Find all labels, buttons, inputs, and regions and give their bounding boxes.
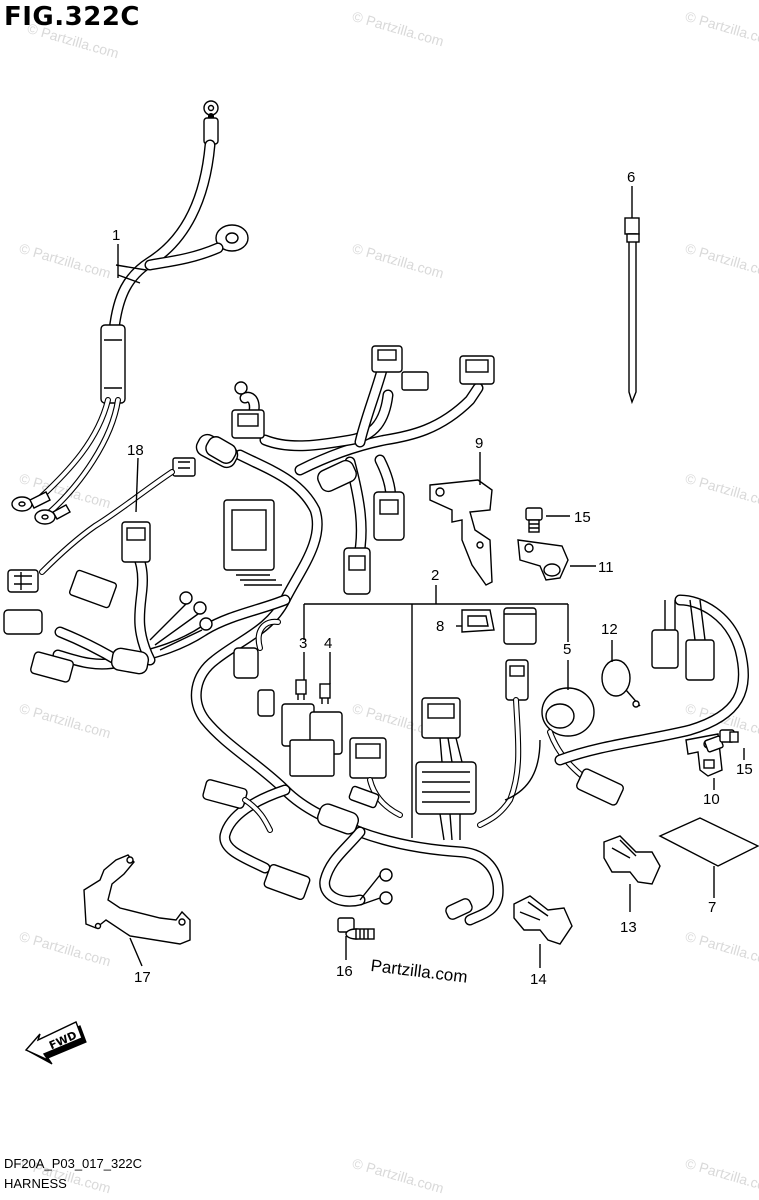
buzzer-5[interactable] <box>504 687 625 806</box>
leader-lines <box>117 186 745 968</box>
sheet-7[interactable] <box>658 817 759 867</box>
callout-6: 6 <box>627 169 635 186</box>
callout-12: 12 <box>601 621 618 638</box>
battery-cable[interactable] <box>11 100 249 525</box>
callout-18: 18 <box>127 442 144 459</box>
callouts: 1 2 3 4 5 6 7 8 9 10 11 12 13 14 15 15 1… <box>112 169 753 988</box>
callout-4: 4 <box>324 635 332 652</box>
callout-2: 2 <box>431 567 439 584</box>
fuse-3[interactable] <box>295 679 307 700</box>
fuse-4[interactable] <box>319 683 331 704</box>
main-connector[interactable] <box>415 697 477 841</box>
callout-5: 5 <box>563 641 571 658</box>
clamp-13[interactable] <box>603 835 661 885</box>
bolt-16[interactable] <box>337 917 375 940</box>
callout-7: 7 <box>708 899 716 916</box>
bolt-15-lower[interactable] <box>704 729 739 753</box>
figure-name: HARNESS <box>4 1176 67 1191</box>
callout-9: 9 <box>475 435 483 452</box>
relay-block[interactable] <box>281 703 403 818</box>
right-harness-branch[interactable] <box>554 594 749 766</box>
callout-3: 3 <box>299 635 307 652</box>
bracket-9[interactable] <box>429 479 493 586</box>
relay-8[interactable] <box>461 607 537 645</box>
part-2-bracket <box>303 585 569 838</box>
cable-tie[interactable] <box>624 217 640 405</box>
callout-1: 1 <box>112 227 120 244</box>
clamp-14[interactable] <box>513 895 573 945</box>
figure-code: DF20A_P03_017_322C <box>4 1156 143 1171</box>
callout-15-lower: 15 <box>736 761 753 778</box>
callout-8: 8 <box>436 618 444 635</box>
callout-14: 14 <box>530 971 547 988</box>
callout-16: 16 <box>336 963 353 980</box>
callout-10: 10 <box>703 791 720 808</box>
bolt-15-upper[interactable] <box>525 507 543 533</box>
callout-13: 13 <box>620 919 637 936</box>
callout-17: 17 <box>134 969 151 986</box>
band-12[interactable] <box>601 659 641 708</box>
connector-5-lead[interactable] <box>477 659 529 828</box>
clamp-11[interactable] <box>517 539 569 581</box>
figure-title: FIG.322C <box>4 2 141 32</box>
forward-arrow-icon: FWD <box>24 1021 87 1065</box>
main-wire-harness[interactable] <box>52 364 504 926</box>
wire-lead[interactable] <box>7 457 196 593</box>
harness-connectors[interactable] <box>3 345 495 921</box>
callout-11: 11 <box>598 559 614 576</box>
bracket-17[interactable] <box>83 854 191 945</box>
callout-15-upper: 15 <box>574 509 591 526</box>
